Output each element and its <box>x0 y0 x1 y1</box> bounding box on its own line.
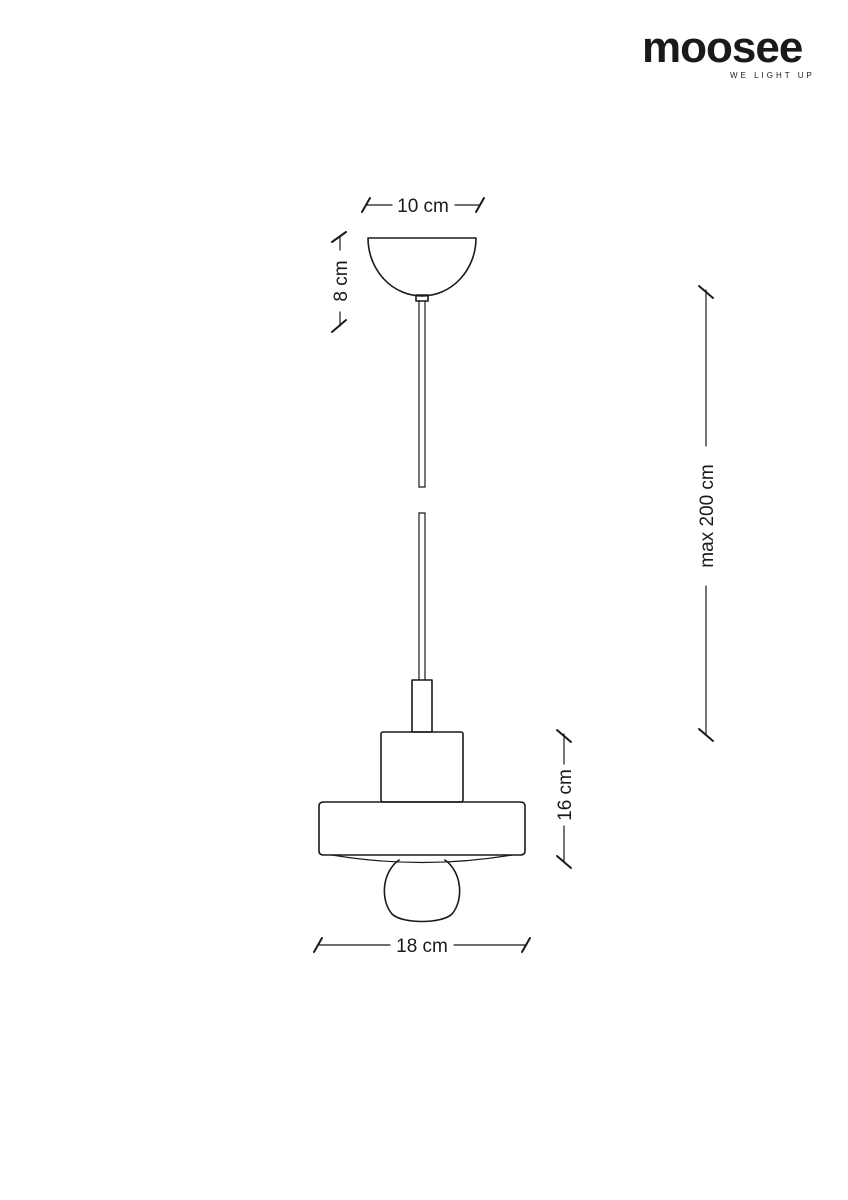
dimension-shade-height: 16 cm <box>555 729 576 869</box>
canopy-height-label: 8 cm <box>331 260 352 301</box>
shade-height-label: 16 cm <box>555 769 576 821</box>
light-bulb <box>383 859 461 923</box>
brand-name: moosee <box>642 23 802 72</box>
suspension-cord-bottom <box>418 512 426 681</box>
ceiling-canopy <box>367 237 477 302</box>
dimension-canopy-height: 8 cm <box>331 231 352 333</box>
canopy-width-label: 10 cm <box>397 196 449 217</box>
dimension-shade-width: 18 cm <box>313 936 531 957</box>
brand-tagline: WE LIGHT UP <box>730 71 815 80</box>
total-height-label: max 200 cm <box>697 464 718 567</box>
brand-logo: moosee WE LIGHT UP <box>642 23 815 80</box>
dimension-total-height: max 200 cm <box>697 285 718 742</box>
suspension-cord-top <box>418 300 426 488</box>
shade-width-label: 18 cm <box>396 936 448 957</box>
lamp-shade <box>318 679 526 864</box>
dimension-canopy-width: 10 cm <box>361 196 485 217</box>
